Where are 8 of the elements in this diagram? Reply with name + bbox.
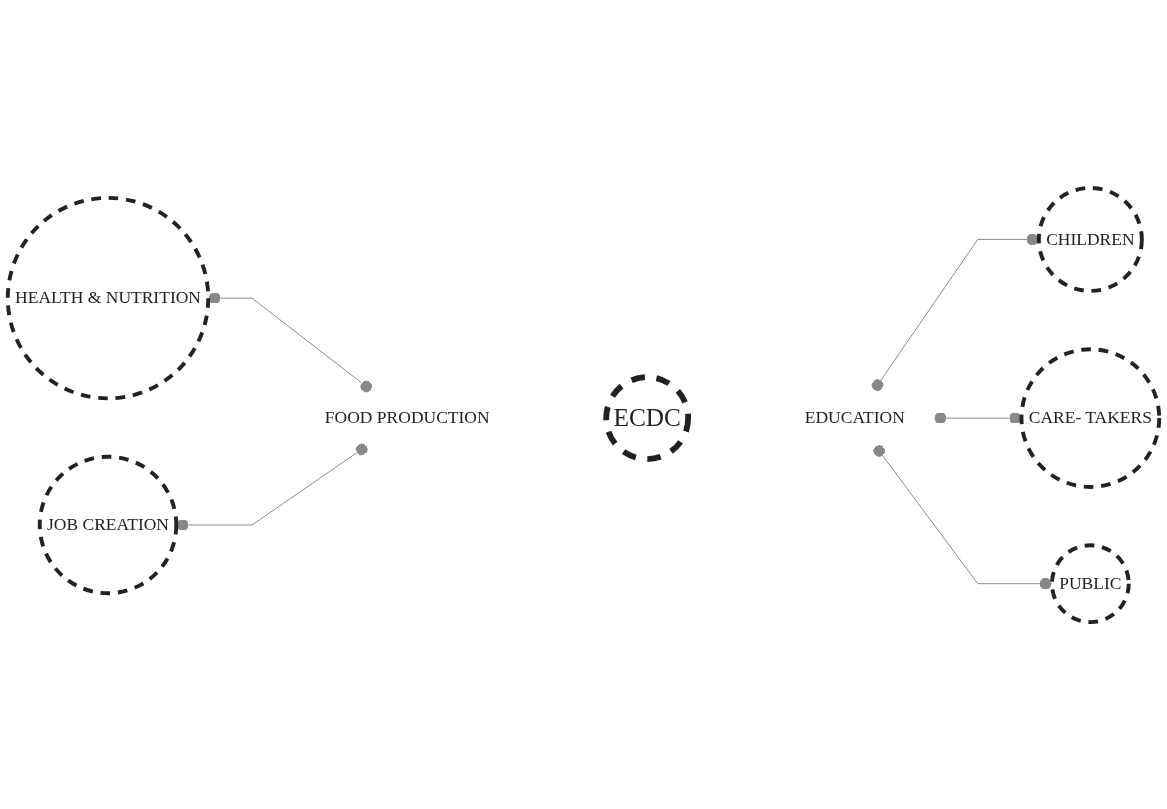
node-circle: ECDC	[603, 373, 692, 462]
node-text: EDUCATION	[804, 407, 905, 427]
node-circle: PUBLIC	[1050, 542, 1131, 624]
node-circle: HEALTH & NUTRITION	[5, 195, 211, 400]
node-circle: JOB CREATION	[37, 454, 179, 595]
node-circle: CHILDREN	[1036, 185, 1144, 293]
node-text: FOOD PRODUCTION	[324, 407, 490, 427]
node-circle: CARE- TAKERS	[1019, 346, 1162, 489]
